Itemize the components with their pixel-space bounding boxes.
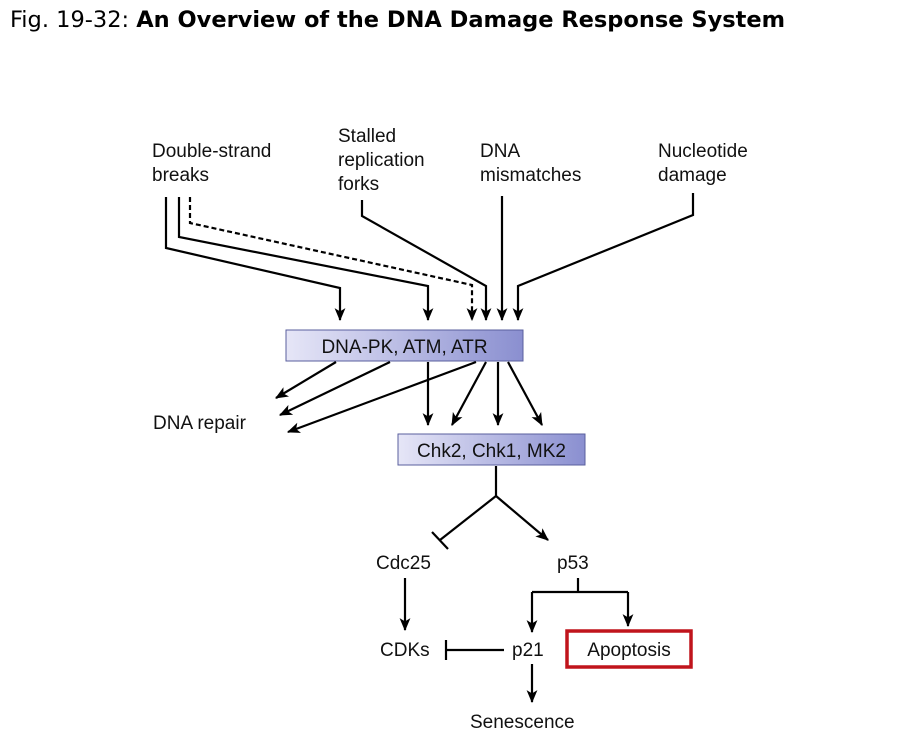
edge-kinases-to-checkpoint-4 — [507, 361, 543, 426]
figure-heading: An Overview of the DNA Damage Response S… — [136, 7, 786, 33]
checkpoint-kinases-label: Chk2, Chk1, MK2 — [417, 441, 566, 462]
edge-dsb-to-kinases-2 — [177, 197, 434, 322]
source-line: Double-strand — [152, 141, 271, 162]
figure-title: Fig. 19-32: An Overview of the DNA Damag… — [10, 7, 785, 33]
cdks-label: CDKs — [380, 640, 430, 661]
edge-nucleotide-damage-to-kinases — [512, 193, 695, 322]
source-line: DNA — [480, 141, 520, 162]
source-label-stalled-forks: Stalled replication forks — [338, 126, 430, 195]
source-line: mismatches — [480, 165, 581, 186]
checkpoint-kinases-node: Chk2, Chk1, MK2 — [397, 433, 586, 466]
edge-kinases-to-repair-1 — [275, 361, 337, 399]
checkpoint-kinases-box — [397, 433, 586, 466]
p53-label: p53 — [557, 553, 589, 574]
source-line: replication — [338, 150, 425, 171]
p21-label: p21 — [512, 640, 544, 661]
edge-kinases-to-checkpoint-2 — [451, 361, 487, 426]
edge-kinases-to-repair-3 — [286, 360, 477, 434]
apoptosis-box — [565, 629, 693, 669]
source-line: Nucleotide — [658, 141, 748, 162]
source-line: damage — [658, 165, 727, 186]
kinases-node: DNA-PK, ATM, ATR — [285, 329, 524, 362]
senescence-label: Senescence — [470, 712, 575, 733]
edge-kinases-to-repair-2 — [279, 361, 391, 416]
kinases-label: DNA-PK, ATM, ATR — [321, 337, 487, 358]
source-label-double-strand: Double-strand breaks — [152, 141, 277, 186]
cdc25-label: Cdc25 — [376, 553, 431, 574]
figure-number: Fig. 19-32: — [10, 7, 137, 33]
source-label-dna-mismatches: DNA mismatches — [480, 141, 581, 186]
edge-checkpoint-inhibits-cdc25 — [439, 495, 497, 541]
source-line: breaks — [152, 165, 209, 186]
edge-dsb-to-kinases-1 — [164, 197, 346, 322]
edge-checkpoint-activates-p53 — [495, 495, 549, 541]
edge-dsb-to-kinases-dashed — [188, 197, 478, 322]
apoptosis-node: Apoptosis — [565, 629, 693, 669]
kinases-box — [285, 329, 524, 362]
source-line: Stalled — [338, 126, 396, 147]
dna-repair-label: DNA repair — [153, 413, 247, 434]
source-label-nucleotide-damage: Nucleotide damage — [658, 141, 753, 186]
inhibition-bar-cdc25 — [431, 531, 449, 550]
edge-stalled-forks-to-kinases — [360, 200, 492, 322]
apoptosis-label: Apoptosis — [587, 640, 670, 661]
source-line: forks — [338, 174, 379, 195]
